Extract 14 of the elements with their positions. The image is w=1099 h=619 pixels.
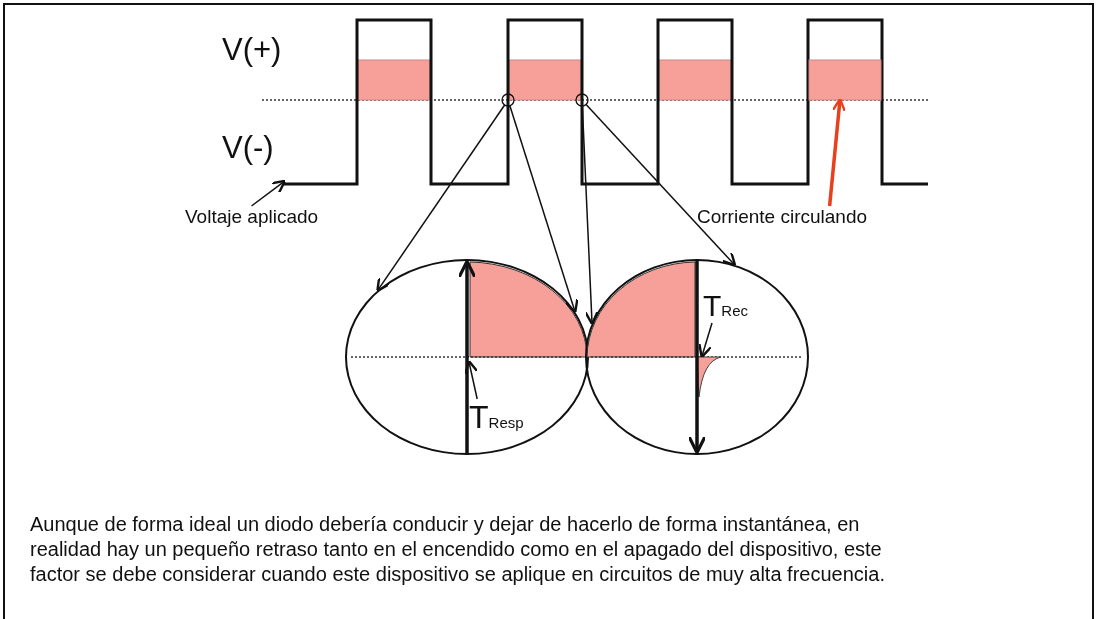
leader-arrow xyxy=(509,104,579,314)
callout-text: Corriente circulando xyxy=(697,206,868,228)
pointer-arrow xyxy=(698,322,713,359)
axis-label: V(+) xyxy=(222,32,282,68)
axis-label: V(-) xyxy=(222,130,274,166)
leader-arrow xyxy=(585,103,737,267)
square-wave xyxy=(284,18,928,186)
pointer-arrow xyxy=(464,359,479,400)
callout-text: Voltaje aplicado xyxy=(185,206,319,228)
leader-arrow xyxy=(827,97,847,207)
leader-arrow xyxy=(581,105,599,326)
leader-arrow xyxy=(250,179,287,207)
leader-arrow xyxy=(376,104,506,293)
caption-paragraph: Aunque de forma ideal un diodo debería conducir y dejar de hacerlo de forma instantánea, en realidad hay un pequeño retraso tanto en el encendido como en el apagado del dispositivo, este factor se debe considerar cuando este dispositivo se aplique en circuitos de muy alta frecuencia. xyxy=(30,512,886,587)
